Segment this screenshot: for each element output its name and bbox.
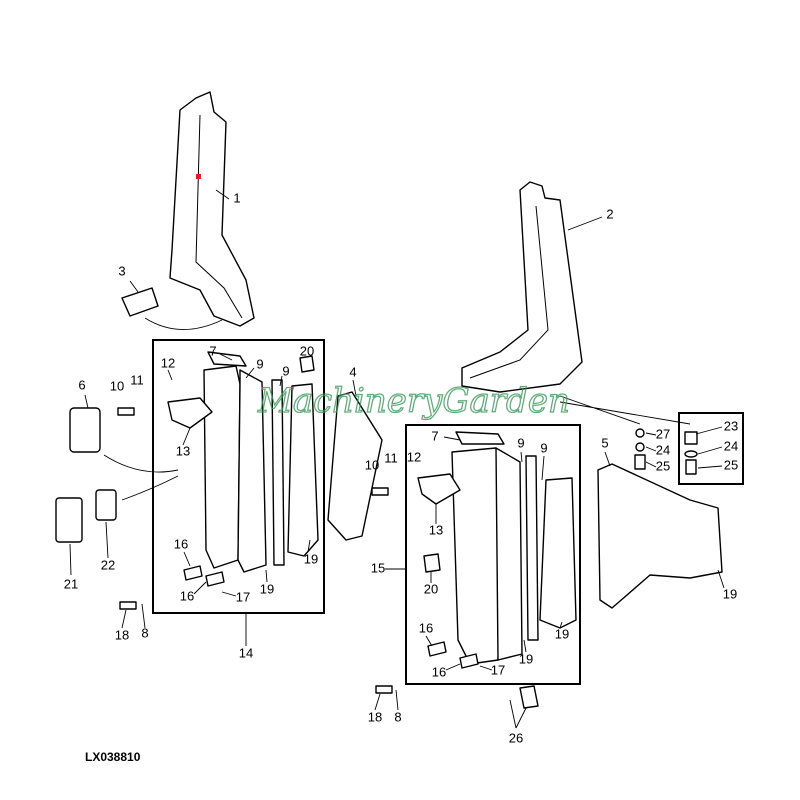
callout: 8 (141, 625, 148, 640)
red-marker (196, 174, 201, 179)
bolt-18b (375, 685, 393, 694)
bolt-18 (119, 601, 137, 610)
callout: 16 (180, 588, 194, 603)
callout: 23 (724, 418, 738, 433)
part-3-clip (121, 287, 159, 317)
callout: 9 (256, 356, 263, 371)
callout: 3 (118, 263, 125, 278)
callout: 2 (606, 206, 613, 221)
arrow-3 (144, 317, 223, 330)
assembly-box-15 (405, 424, 581, 685)
callout: 11 (384, 450, 398, 465)
part-1-pillar-trim (169, 91, 255, 327)
callout: 19 (519, 651, 533, 666)
bolt-10 (117, 407, 135, 416)
callout: 5 (601, 435, 608, 450)
callout: 11 (130, 372, 144, 387)
hardware-box (678, 412, 744, 485)
callout: 7 (431, 428, 438, 443)
callout: 21 (64, 576, 78, 591)
callout: 4 (349, 364, 356, 379)
part-4-seal (327, 391, 383, 541)
callout: 24 (656, 442, 670, 457)
callout: 6 (78, 377, 85, 392)
callout: 27 (656, 426, 670, 441)
callout: 9 (282, 363, 289, 378)
callout: 22 (101, 557, 115, 572)
callout: 13 (429, 522, 443, 537)
callout: 18 (368, 709, 382, 724)
callout: 19 (260, 581, 274, 596)
part-22 (95, 489, 117, 521)
callout: 25 (724, 457, 738, 472)
callout: 20 (300, 343, 314, 358)
callout: 25 (656, 458, 670, 473)
callout: 16 (174, 536, 188, 551)
callout: 13 (176, 443, 190, 458)
part-5-duct (597, 463, 723, 609)
arrow-6 (103, 454, 179, 473)
callout: 9 (540, 440, 547, 455)
part-21 (55, 497, 83, 543)
callout: 10 (365, 457, 379, 472)
callout: 19 (555, 626, 569, 641)
part-6-cover (69, 407, 101, 453)
callout: 24 (724, 438, 738, 453)
callout: 15 (371, 560, 385, 575)
callout: 17 (491, 662, 505, 677)
part-14-duct (167, 351, 319, 587)
callout: 10 (110, 378, 124, 393)
callout: 19 (304, 551, 318, 566)
callout: 18 (115, 627, 129, 642)
diagram-code: LX038810 (85, 750, 141, 764)
callout: 16 (432, 664, 446, 679)
callout: 20 (424, 581, 438, 596)
bolt-10b (371, 487, 389, 496)
callout: 16 (419, 620, 433, 635)
callout-labels: 1 2 3 4 5 6 7 9 9 20 12 10 11 13 16 16 1… (64, 190, 738, 745)
callout: 12 (407, 449, 421, 464)
callout: 8 (394, 709, 401, 724)
callout: 1 (233, 190, 240, 205)
assembly-box-14 (152, 339, 325, 614)
callout: 17 (236, 589, 250, 604)
callout: 26 (509, 730, 523, 745)
callout: 12 (161, 355, 175, 370)
part-2-pillar-trim (461, 181, 583, 393)
callout: 19 (723, 586, 737, 601)
callout: 14 (239, 645, 253, 660)
part-15-duct (417, 431, 577, 709)
callout: 9 (517, 435, 524, 450)
watermark: MachineryGarden (257, 381, 570, 421)
callout: 7 (209, 343, 216, 358)
